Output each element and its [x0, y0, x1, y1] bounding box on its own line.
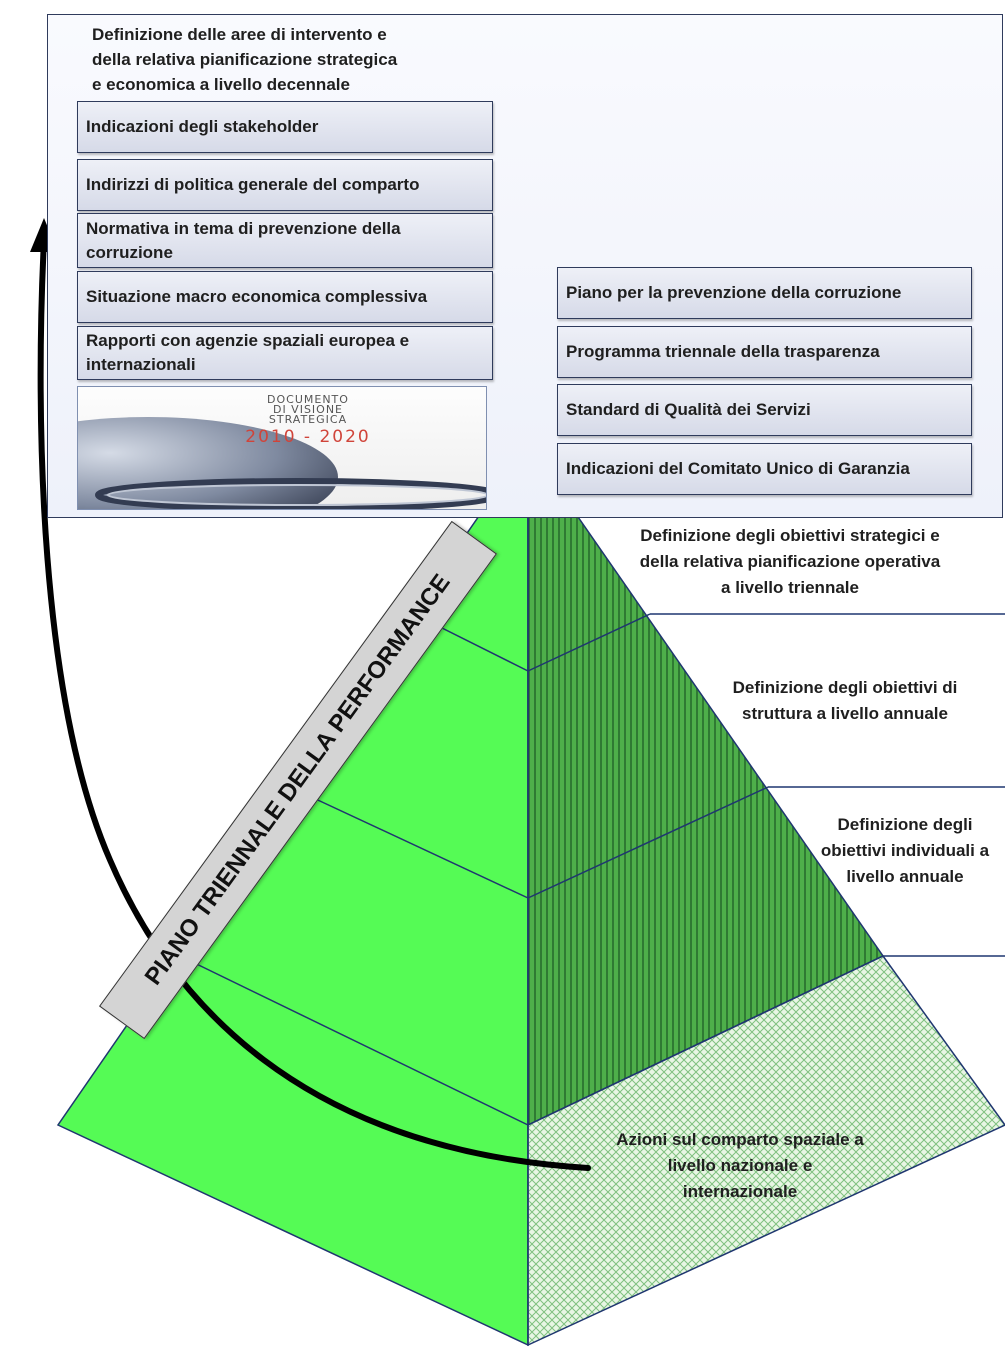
box-piano-prevenzione: Piano per la prevenzione della corruzion…: [557, 267, 972, 319]
level-divider-left-3: [177, 954, 529, 1126]
level-label-azioni: Azioni sul comparto spaziale a livello n…: [616, 1130, 864, 1201]
box-normativa-corruzione: Normativa in tema di prevenzione della c…: [77, 213, 493, 268]
feedback-arrow: [37, 237, 591, 1171]
vision-line-1: DOCUMENTO: [267, 393, 349, 406]
level-label-struttura: Definizione degli obiettivi di struttura…: [732, 678, 958, 723]
box-politica-generale: Indirizzi di politica generale del compa…: [77, 159, 493, 211]
vision-years: 2010 - 2020: [245, 427, 371, 447]
level-label-individuali: Definizione degli obiettivi individuali …: [820, 815, 990, 886]
box-stakeholder: Indicazioni degli stakeholder: [77, 101, 493, 153]
vision-line-2: DI VISIONE: [272, 403, 344, 416]
box-situazione-macro: Situazione macro economica complessiva: [77, 271, 493, 323]
strategic-panel-title: Definizione delle aree di intervento e d…: [92, 25, 398, 94]
level-divider-right-3: [527, 955, 884, 1126]
box-programma-trasparenza: Programma triennale della trasparenza: [557, 326, 972, 378]
vision-document-image: DOCUMENTO DI VISIONE STRATEGICA 2010 - 2…: [77, 386, 487, 510]
box-rapporti-agenzie: Rapporti con agenzie spaziali europea e …: [77, 326, 493, 380]
vision-document-text: DOCUMENTO DI VISIONE STRATEGICA 2010 - 2…: [228, 393, 388, 447]
level-label-strategic: Definizione degli obiettivi strategici e…: [639, 526, 941, 597]
level-divider-right-2: [527, 786, 769, 899]
level-divider-right-1: [527, 613, 651, 672]
box-comitato-garanzia: Indicazioni del Comitato Unico di Garanz…: [557, 443, 972, 495]
planet-ring-graphic: [78, 417, 486, 509]
vision-line-3: STRATEGICA: [268, 413, 348, 426]
level-divider-left-2: [291, 787, 529, 899]
box-standard-qualita: Standard di Qualità dei Servizi: [557, 384, 972, 436]
